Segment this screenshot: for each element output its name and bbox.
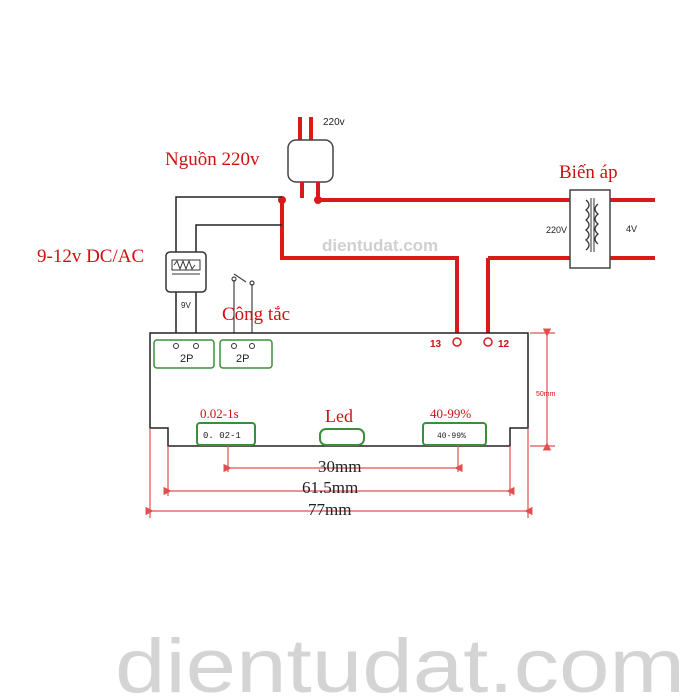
transformer xyxy=(569,189,611,269)
dim-77mm-label: 77mm xyxy=(308,500,351,519)
connector-pins xyxy=(173,343,255,349)
dim-61-5mm-label: 61.5mm xyxy=(302,478,358,497)
pot-percent-label: 40-99% xyxy=(430,406,471,421)
power-source-label: Nguồn 220v xyxy=(165,149,260,170)
connector-2p-left-label: 2P xyxy=(180,353,193,365)
power-plug xyxy=(287,117,334,198)
height-dimension xyxy=(530,328,555,451)
junction-dot-right xyxy=(314,196,322,204)
relay-voltage-label: 9V xyxy=(181,301,191,310)
terminal-12 xyxy=(483,337,493,347)
transformer-secondary-label: 4V xyxy=(626,224,637,234)
width-dimensions xyxy=(145,428,533,518)
supply-label: 9-12v DC/AC xyxy=(37,246,144,267)
plug-voltage-label: 220v xyxy=(323,117,345,128)
junction-dot-left xyxy=(278,196,286,204)
terminal-13-label: 13 xyxy=(430,339,442,350)
height-dimension-label: 50mm xyxy=(536,391,556,398)
pot-percent-box xyxy=(422,422,487,446)
led-label: Led xyxy=(325,406,353,426)
dim-30mm-label: 30mm xyxy=(318,457,361,476)
terminal-12-label: 12 xyxy=(498,339,510,350)
switch-label: Công tắc xyxy=(222,304,290,325)
pot-time-box-label: 0. 02-1 xyxy=(203,431,241,441)
transformer-label: Biến áp xyxy=(559,162,618,183)
watermark-center: dientudat.com xyxy=(322,236,438,255)
transformer-primary-label: 220V xyxy=(546,225,567,235)
terminal-13 xyxy=(452,337,462,347)
supply-relay xyxy=(165,251,207,293)
led xyxy=(319,428,365,446)
connector-2p-left xyxy=(153,339,215,369)
pot-percent-box-label: 40-99% xyxy=(437,432,466,441)
pot-time-box xyxy=(196,422,256,446)
connector-2p-right-label: 2P xyxy=(236,353,249,365)
pot-time-label: 0.02-1s xyxy=(200,406,239,421)
watermark-bottom: dientudat.com xyxy=(115,624,685,700)
